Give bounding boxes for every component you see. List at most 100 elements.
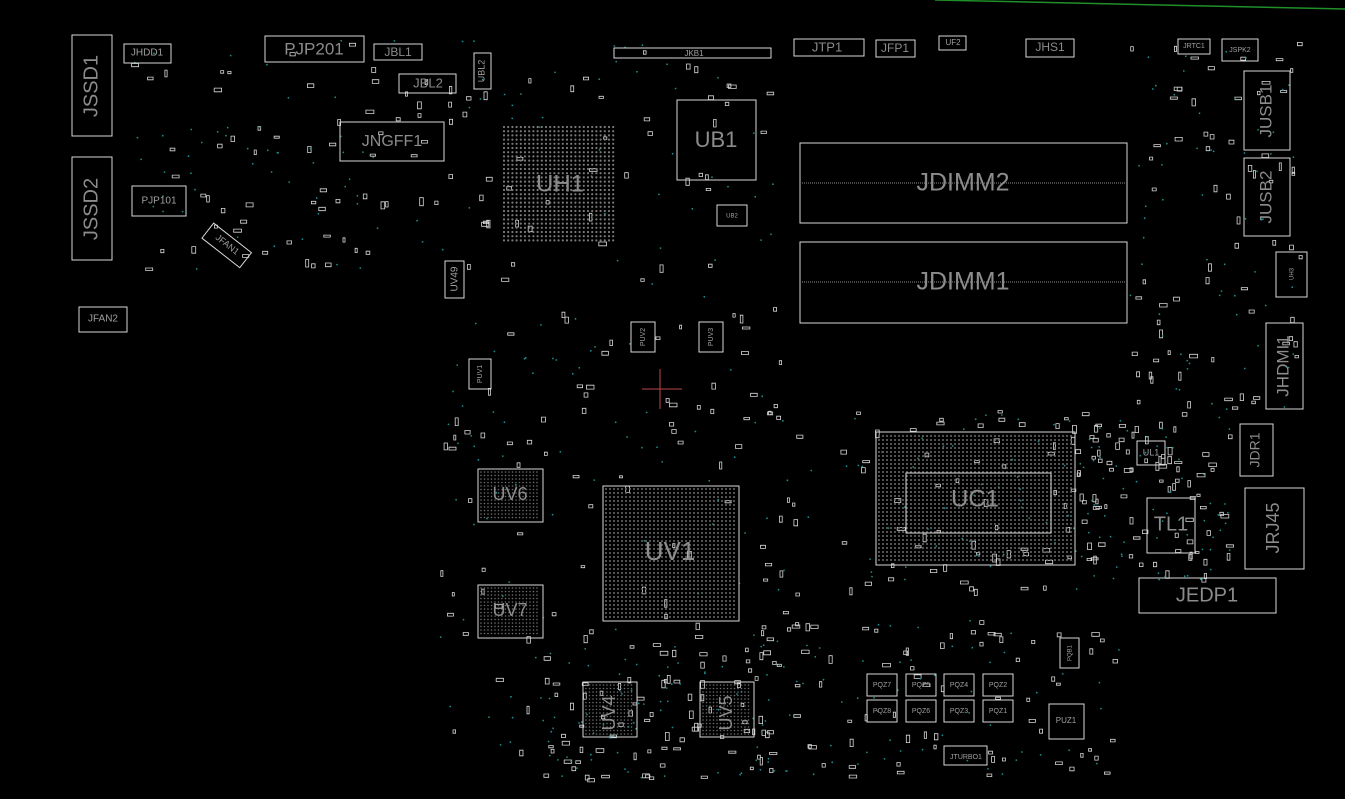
pqz4-label: PQZ4 xyxy=(950,682,968,689)
pqb1-label: PQB1 xyxy=(1068,644,1074,661)
jdr1-outline xyxy=(1239,423,1274,477)
uh3-outline xyxy=(1275,251,1308,298)
bga-grid-layer xyxy=(480,125,1072,735)
jdimm2-label: JDIMM2 xyxy=(916,169,1009,197)
pqz2-outline xyxy=(982,673,1014,697)
pqz4-outline xyxy=(943,673,975,697)
tl1-label: TL1 xyxy=(1154,513,1188,535)
uc1-label: UC1 xyxy=(951,485,999,512)
ub1-label: UB1 xyxy=(695,127,738,152)
jbl1-outline xyxy=(373,43,423,61)
jfp1-label: JFP1 xyxy=(881,41,909,55)
uv7-outline xyxy=(477,584,544,639)
jfp1-outline xyxy=(875,39,916,58)
uv6-ball-grid xyxy=(480,471,538,519)
pqz7-label: PQZ7 xyxy=(873,682,891,689)
jfan2-outline xyxy=(78,306,128,333)
board-edge-trace xyxy=(934,0,1345,10)
uf2-outline xyxy=(938,35,967,51)
jedp1-label: JEDP1 xyxy=(1176,584,1238,606)
jhdd1-label: JHDD1 xyxy=(131,48,164,59)
ul1-label: UL1 xyxy=(1143,447,1160,457)
jusb1-label: JUSB1 xyxy=(1256,85,1275,138)
pqz5-outline xyxy=(905,673,937,697)
tl1-outline xyxy=(1146,497,1196,554)
puv1-label: PUV1 xyxy=(477,365,484,383)
uv6-label: UV6 xyxy=(492,484,527,504)
uv1-ball-grid xyxy=(605,488,735,618)
pqz8-outline xyxy=(866,699,898,723)
pqz7-outline xyxy=(866,673,898,697)
jbl1-label: JBL1 xyxy=(384,45,412,59)
puv1-outline xyxy=(468,358,492,390)
pjp101-label: PJP101 xyxy=(141,196,176,207)
uh1-ball-grid xyxy=(502,125,615,242)
jedp1-outline xyxy=(1138,577,1277,614)
puv2-label: PUV2 xyxy=(640,328,647,346)
uv4-outline xyxy=(582,681,638,738)
pqz8-label: PQZ8 xyxy=(873,708,891,715)
jhs1-label: JHS1 xyxy=(1035,40,1065,54)
jdimm2-outline xyxy=(799,142,1128,224)
uc1-ball-grid xyxy=(878,435,1072,561)
pqz3-outline xyxy=(943,699,975,723)
ul1-outline xyxy=(1136,440,1166,466)
puz1-outline xyxy=(1048,703,1085,740)
pqz1-label: PQZ1 xyxy=(989,708,1007,715)
uv1-outline xyxy=(602,485,740,622)
jdr1-label: JDR1 xyxy=(1247,432,1263,467)
jssd1-outline xyxy=(71,34,113,137)
jdimm1-outline xyxy=(799,241,1128,324)
pjp201-outline xyxy=(264,35,365,63)
pjp101-outline xyxy=(131,185,187,217)
jkb1-label: JKB1 xyxy=(684,49,704,58)
jusb2-outline xyxy=(1243,157,1291,237)
jdimm1-label: JDIMM1 xyxy=(916,268,1009,296)
pqz5-label: PQZ5 xyxy=(912,682,930,689)
jturbo1-label: JTURBO1 xyxy=(950,754,982,761)
jrj45-label: JRJ45 xyxy=(1263,502,1283,553)
uv6-outline xyxy=(477,468,544,523)
jhdd1-outline xyxy=(123,43,172,64)
uc1-die-outline xyxy=(905,472,1052,534)
pqz3-label: PQZ3 xyxy=(950,708,968,715)
uc1-outline xyxy=(875,431,1076,566)
jngff1-outline xyxy=(339,121,445,162)
jbl2-outline xyxy=(398,73,457,94)
jspk2-outline xyxy=(1221,38,1259,62)
jrtc1-label: JRTC1 xyxy=(1183,43,1205,50)
puz1-label: PUZ1 xyxy=(1056,716,1077,725)
pqz6-label: PQZ6 xyxy=(912,708,930,715)
jhdmi1-label: JHDMI1 xyxy=(1273,335,1292,396)
ubl2-outline xyxy=(473,52,492,90)
uv7-ball-grid xyxy=(480,587,538,635)
ub2-label: UB2 xyxy=(726,214,738,220)
uh1-label: UH1 xyxy=(536,170,584,197)
uv49-outline xyxy=(444,260,465,299)
ub1-outline xyxy=(676,99,757,181)
crosshair-marker xyxy=(642,369,682,409)
jfan1-outline xyxy=(201,222,253,269)
uf2-label: UF2 xyxy=(945,38,961,47)
jssd2-outline xyxy=(71,156,113,261)
puv3-label: PUV3 xyxy=(708,328,715,346)
puv3-outline xyxy=(698,321,724,353)
jssd1-label: JSSD1 xyxy=(80,55,102,117)
jrj45-outline xyxy=(1244,487,1305,570)
jspk2-label: JSPK2 xyxy=(1229,47,1251,54)
jfan2-label: JFAN2 xyxy=(88,314,118,325)
jrtc1-outline xyxy=(1177,38,1211,55)
jhs1-outline xyxy=(1025,38,1075,58)
jngff1-label: JNGFF1 xyxy=(362,133,423,150)
jtp1-outline xyxy=(793,38,865,57)
jhdmi1-outline xyxy=(1265,322,1304,410)
uv1-label: UV1 xyxy=(645,536,696,566)
uv7-label: UV7 xyxy=(492,600,527,620)
pqz1-outline xyxy=(982,699,1014,723)
uv49-label: UV49 xyxy=(450,266,461,291)
uv4-label: UV4 xyxy=(599,695,619,730)
pqz2-label: PQZ2 xyxy=(989,682,1007,689)
jkb1-outline xyxy=(613,47,772,59)
